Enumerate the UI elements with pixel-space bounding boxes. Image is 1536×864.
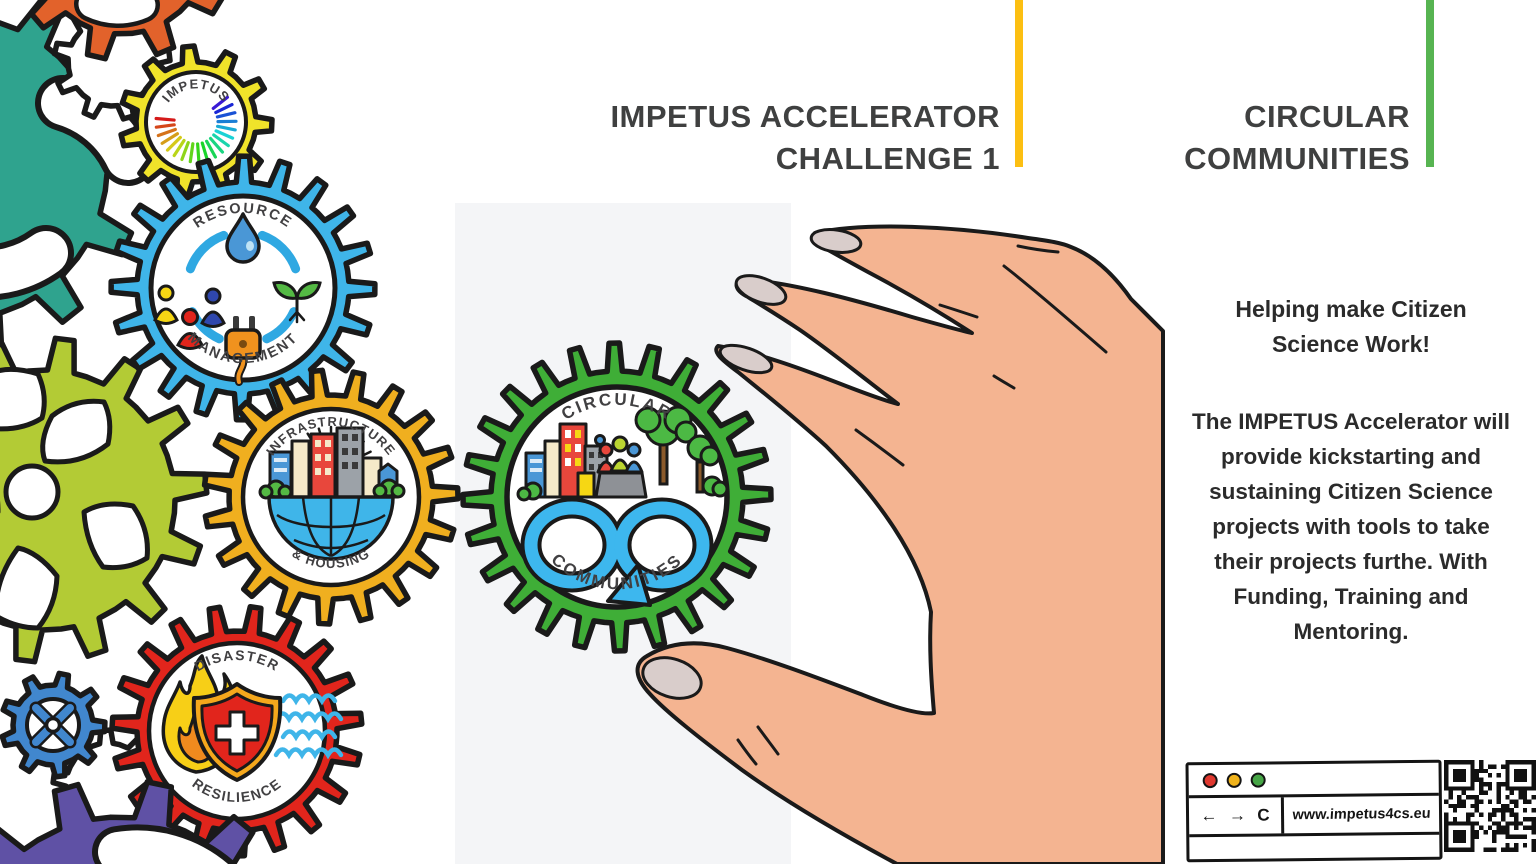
gear-cutout: [78, 0, 156, 24]
browser-url: www.impetus4cs.eu: [1292, 805, 1432, 824]
infinity-loop-icon: [520, 497, 714, 607]
water-drop-icon: [225, 212, 261, 264]
qr-code: [1444, 760, 1536, 852]
sidebar-body: The IMPETUS Accelerator will provide kic…: [1192, 409, 1510, 644]
yellow-dot-icon: [1226, 772, 1242, 788]
knuckle-creases: [736, 244, 1108, 766]
topic-title: CIRCULAR COMMUNITIES: [1110, 96, 1410, 180]
challenge-title-line2: CHALLENGE 1: [775, 141, 1000, 176]
gear-cutouts: [0, 366, 150, 631]
hand-illustration: [635, 224, 1165, 864]
gear-cutout: [98, 830, 229, 864]
shield-cross-icon: [191, 682, 283, 782]
browser-titlebar: [1188, 762, 1439, 799]
fingernail-icon: [734, 274, 788, 306]
road-icon: [594, 471, 648, 499]
green-divider-bar: [1426, 0, 1434, 167]
red-dot-icon: [1202, 772, 1218, 788]
gear-purple: [0, 779, 256, 864]
gear-cutout: [41, 81, 150, 180]
browser-nav-buttons: ← → C: [1188, 797, 1285, 835]
topic-title-line1: CIRCULAR: [1244, 99, 1410, 134]
yellow-divider-bar: [1015, 0, 1023, 167]
fingernails: [641, 228, 863, 700]
trees-icon: [634, 405, 729, 498]
bushes-icon: [258, 478, 406, 500]
people-icon: [153, 284, 226, 350]
fingernail-icon: [809, 228, 863, 254]
people-icon: [594, 434, 644, 474]
challenge-title: IMPETUS ACCELERATOR CHALLENGE 1: [460, 96, 1000, 180]
gear-resource-management: RESOURCE MANAGEMENT: [108, 153, 378, 423]
browser-mockup: ← → C www.impetus4cs.eu: [1185, 759, 1443, 863]
reload-icon: C: [1257, 805, 1270, 825]
seedling-icon: [272, 281, 322, 324]
resource-badge: [148, 193, 338, 383]
topic-title-line2: COMMUNITIES: [1184, 141, 1410, 176]
waves-icon: [273, 693, 344, 760]
challenge-title-line1: IMPETUS ACCELERATOR: [610, 99, 1000, 134]
cycle-arrows-icon: [185, 230, 301, 344]
bush-icon: [516, 481, 543, 502]
gear-circular-communities: CIRCULAR COMMUNITIES: [460, 340, 774, 654]
sidebar-headline: Helping make Citizen Science Work!: [1235, 296, 1467, 357]
gear-lime: [0, 335, 210, 665]
gear-disaster-resilience: DISASTER RESILIENCE: [109, 603, 365, 859]
fingernail-icon: [718, 343, 774, 375]
back-arrow-icon: ←: [1200, 806, 1218, 826]
cog-spokes: [29, 701, 77, 749]
arrow-head-icon: [606, 563, 652, 607]
forward-arrow-icon: →: [1228, 805, 1246, 825]
gear-infrastructure-housing: INFRASTRUCTURE & HOUSING: [201, 367, 461, 627]
gear-cutout: [0, 231, 68, 294]
rainbow-spinner-icon: [154, 95, 238, 164]
green-dot-icon: [1250, 772, 1266, 788]
gear-orange: [28, 0, 225, 62]
gear-cog-blue: [0, 670, 108, 780]
thumbnail-icon: [641, 656, 703, 700]
browser-navbar: ← → C www.impetus4cs.eu: [1188, 795, 1440, 838]
plug-icon: [224, 316, 262, 386]
gear-impetus: IMPETUS: [118, 43, 275, 201]
globe-icon: [267, 495, 395, 561]
